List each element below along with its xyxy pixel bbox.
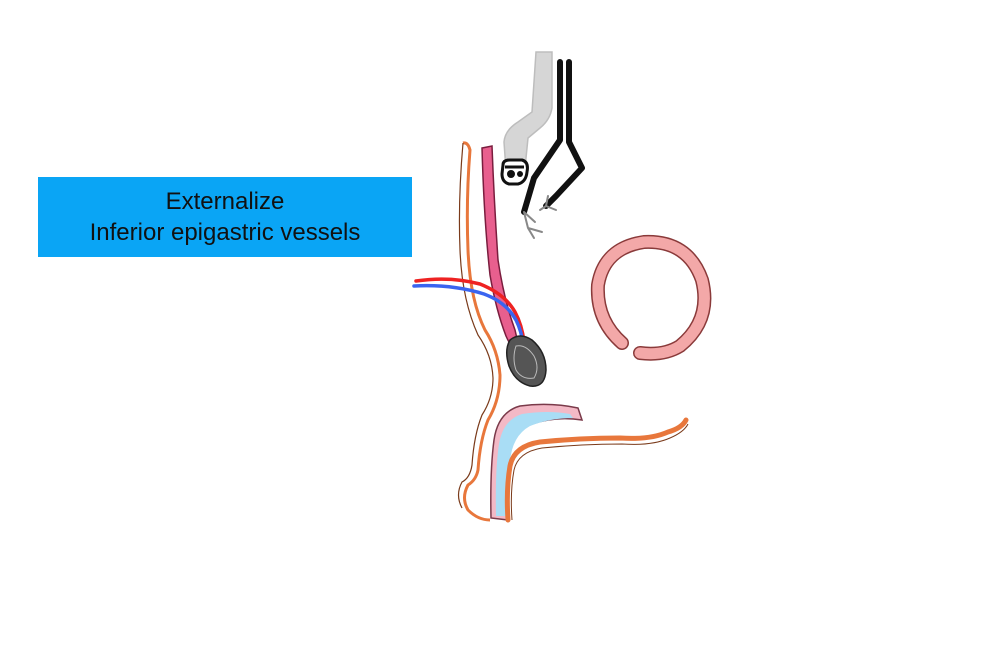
grasper-icon [521, 59, 585, 239]
peritoneum-line [462, 141, 502, 522]
epigastric-artery [414, 277, 526, 344]
fascia-band [490, 403, 584, 521]
caption-line-1: Externalize [165, 188, 285, 215]
peritoneum-line-inner [457, 142, 494, 509]
gray-organ [506, 335, 547, 387]
epigastric-vein [412, 283, 525, 347]
caption-box: Externalize Inferior epigastric vessels [38, 177, 412, 257]
caption-line-2: Inferior epigastric vessels [89, 219, 361, 246]
ring-opening-fill [592, 236, 710, 360]
peritoneum-floor [504, 417, 689, 523]
laparoscope-icon [500, 51, 553, 186]
peritoneum-floor-edge [510, 423, 689, 521]
